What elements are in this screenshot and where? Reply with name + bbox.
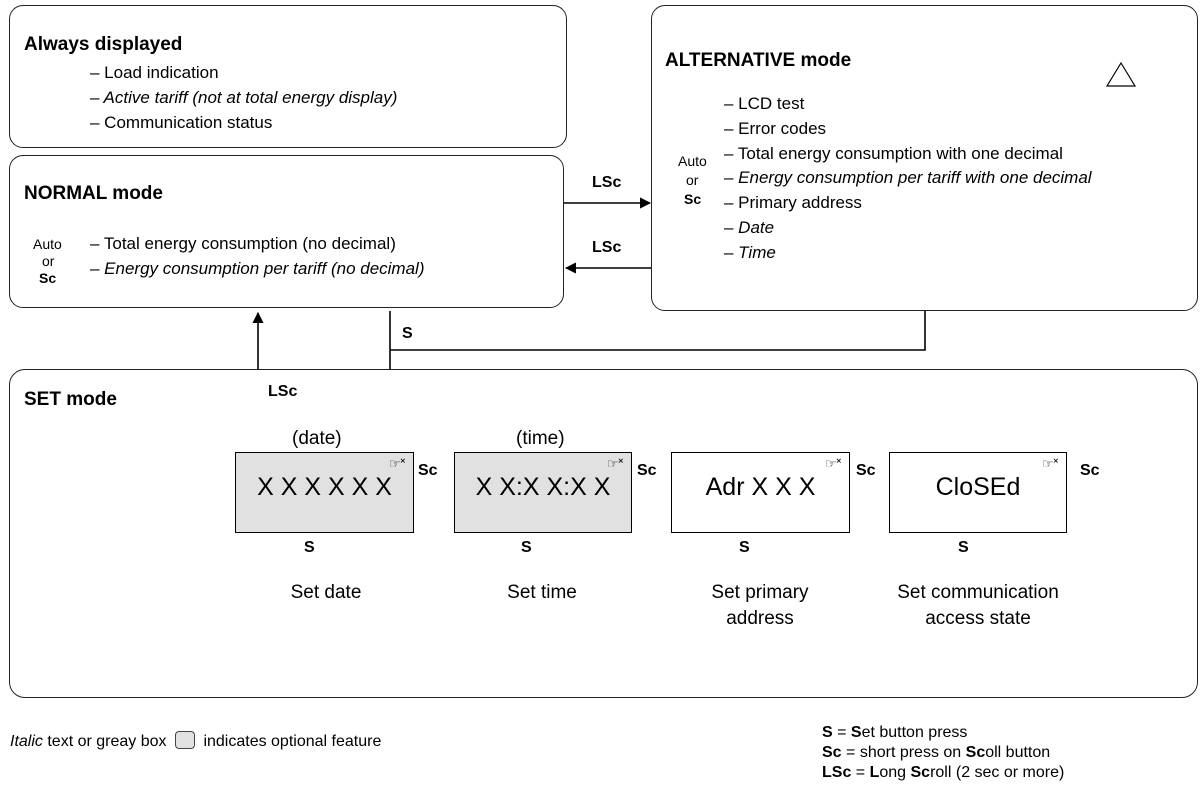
label-lsc-left: LSc (592, 239, 622, 256)
alt-item-time: – Time (724, 243, 776, 262)
alt-cycle-or: or (686, 172, 699, 188)
footer-italic-word: Italic (10, 733, 43, 750)
always-displayed-title: Always displayed (24, 34, 183, 55)
alt-item-date: – Date (724, 218, 775, 237)
normal-item-tariff: – Energy consumption per tariff (no deci… (90, 259, 425, 278)
alt-item-total: – Total energy consumption with one deci… (724, 144, 1063, 163)
action-set-address-line2: address (726, 608, 794, 629)
s-line-alternative (390, 311, 926, 351)
always-item-load: – Load indication (90, 63, 219, 82)
legend-lsc: LSc = Long Scroll (2 sec or more) (822, 764, 1065, 781)
action-set-time: Set time (507, 582, 577, 603)
footer-note-part2: indicates optional feature (203, 733, 382, 750)
alt-item-address: – Primary address (724, 193, 862, 212)
alt-item-lcd: – LCD test (724, 94, 805, 113)
normal-mode-title: NORMAL mode (24, 183, 163, 204)
display-time-text: X X:X X:X X (475, 473, 611, 501)
label-sc-time: Sc (637, 462, 657, 479)
always-item-communication: – Communication status (90, 113, 273, 132)
label-s-closed: S (958, 539, 969, 556)
always-item-tariff: – Active tariff (not at total energy dis… (90, 88, 398, 107)
always-displayed-box: Always displayed – Load indication – Act… (9, 5, 567, 148)
label-s-down: S (402, 325, 413, 342)
legend: S = Set button press Sc = short press on… (822, 723, 1064, 783)
label-s-address: S (739, 539, 750, 556)
label-s-time: S (521, 539, 532, 556)
footer-note-part1: text or greay box (42, 733, 167, 750)
normal-item-total: – Total energy consumption (no decimal) (90, 234, 396, 253)
footer-note: Italic text or greay box indicates optio… (10, 731, 381, 751)
normal-cycle-or: or (42, 253, 55, 269)
action-set-access-line2: access state (925, 608, 1031, 629)
label-sc-closed: Sc (1080, 462, 1100, 479)
alt-cycle-sc: Sc (684, 191, 702, 207)
display-closed-text: CloSEd (935, 473, 1021, 501)
caption-time: (time) (516, 428, 565, 449)
display-date-text: X X X X X X (257, 473, 392, 501)
normal-cycle-auto: Auto (33, 236, 62, 252)
caption-date: (date) (292, 428, 342, 449)
set-mode-title: SET mode (24, 389, 117, 410)
action-set-address-line1: Set primary (711, 582, 809, 603)
action-set-access-line1: Set communication (897, 582, 1059, 603)
display-address[interactable]: ☞˟ Adr X X X (671, 452, 850, 533)
display-address-text: Adr X X X (705, 473, 816, 501)
hand-icon: ☞˟ (825, 456, 841, 471)
label-lsc-set: LSc (268, 383, 298, 400)
alt-cycle-auto: Auto (678, 153, 707, 169)
label-lsc-right: LSc (592, 174, 622, 191)
grey-box-swatch (174, 731, 195, 749)
hand-icon: ☞˟ (389, 456, 405, 471)
triangle-icon (1105, 61, 1137, 87)
display-closed[interactable]: ☞˟ CloSEd (889, 452, 1067, 533)
label-s-date: S (304, 539, 315, 556)
alternative-mode-title: ALTERNATIVE mode (665, 50, 852, 71)
hand-icon: ☞˟ (607, 456, 623, 471)
legend-s: S = Set button press (822, 724, 968, 741)
alt-item-errors: – Error codes (724, 119, 827, 138)
hand-icon: ☞˟ (1042, 456, 1058, 471)
normal-mode-box: NORMAL mode – Total energy consumption (… (9, 155, 564, 308)
set-mode-box: SET mode (9, 369, 1198, 698)
label-sc-date: Sc (418, 462, 438, 479)
label-sc-address: Sc (856, 462, 876, 479)
action-set-date: Set date (290, 582, 362, 603)
legend-sc: Sc = short press on Scoll button (822, 744, 1051, 761)
display-date[interactable]: ☞˟ X X X X X X (235, 452, 414, 533)
normal-cycle-sc: Sc (39, 270, 57, 286)
alternative-mode-box: ALTERNATIVE mode (651, 5, 1198, 311)
alt-item-tariff: – Energy consumption per tariff with one… (724, 168, 1092, 187)
display-time[interactable]: ☞˟ X X:X X:X X (454, 452, 632, 533)
